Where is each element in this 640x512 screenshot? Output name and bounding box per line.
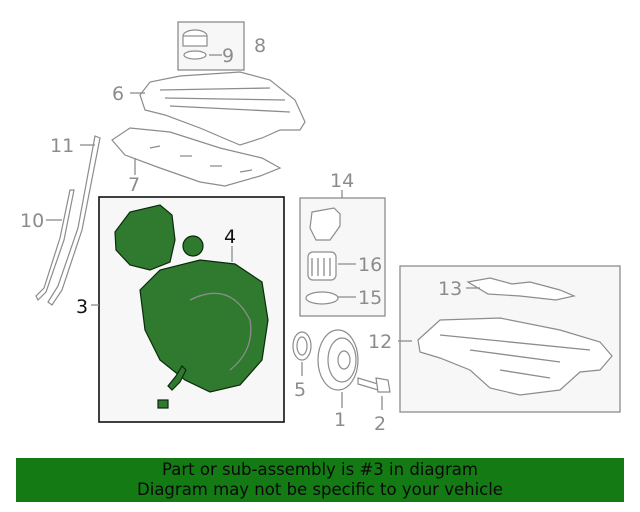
part-3-bolt: [157, 399, 169, 409]
oil-filter-group: 14 16 15: [299, 170, 386, 317]
banner-line-1: Part or sub-assembly is #3 in diagram: [162, 460, 478, 479]
label-6: 6: [112, 83, 124, 105]
part-7-gasket: [111, 127, 282, 187]
label-7: 7: [128, 174, 140, 196]
part-8-cap-body: [182, 35, 208, 47]
label-16: 16: [358, 254, 382, 276]
part-6-ribs: [159, 87, 291, 113]
part-3-cover-edge: [189, 292, 252, 371]
part-9-seal: [183, 50, 207, 60]
pulley-group: 1: [317, 329, 359, 431]
label-8: 8: [254, 35, 266, 57]
part-2-bolt-head: [375, 377, 391, 393]
label-12: 12: [368, 331, 392, 353]
oil-cap-group: 9 8: [177, 21, 266, 71]
part-16-pleats: [311, 258, 331, 276]
part-3-seal: [182, 235, 204, 257]
label-1: 1: [334, 409, 346, 431]
part-15-oring: [305, 291, 339, 305]
part-16-filter-element: [307, 251, 337, 281]
label-5: 5: [294, 379, 306, 401]
valve-gasket-group: 7: [111, 127, 282, 196]
part-13-gasket: [466, 277, 576, 301]
label-9: 9: [222, 45, 234, 67]
part-11-dipstick-tube: [47, 135, 101, 306]
part-10-dipstick: [35, 189, 75, 302]
part-3-tube: [167, 365, 187, 391]
bolt-group: 2: [357, 377, 391, 435]
part-1-pulley-hub: [337, 350, 351, 370]
part-2-bolt-shank: [357, 377, 379, 391]
part-12-pan-ribs: [439, 334, 591, 379]
part-3-main-cover: [139, 259, 269, 393]
label-11: 11: [50, 135, 74, 157]
timing-cover-group: 3 4: [76, 196, 285, 423]
banner-line-2: Diagram may not be specific to your vehi…: [137, 480, 503, 499]
part-14-filter-housing: [309, 207, 341, 241]
oil-pan-group: 13 12: [368, 265, 621, 413]
label-4: 4: [224, 226, 236, 248]
valve-cover-group: 6: [112, 71, 306, 146]
part-7-holes: [149, 145, 253, 173]
seal-group: 5: [292, 331, 312, 401]
info-banner: Part or sub-assembly is #3 in diagram Di…: [16, 458, 624, 502]
part-5-seal-inner: [296, 336, 308, 356]
part-3-upper-cover: [114, 204, 176, 271]
parts-diagram: 9 8 6 7 11 10 3 4: [20, 21, 621, 435]
label-14: 14: [330, 170, 354, 192]
label-2: 2: [374, 413, 386, 435]
label-10: 10: [20, 210, 44, 232]
label-13: 13: [438, 278, 462, 300]
label-3: 3: [76, 296, 88, 318]
dipstick-group: 11 10: [20, 135, 101, 306]
label-15: 15: [358, 287, 382, 309]
